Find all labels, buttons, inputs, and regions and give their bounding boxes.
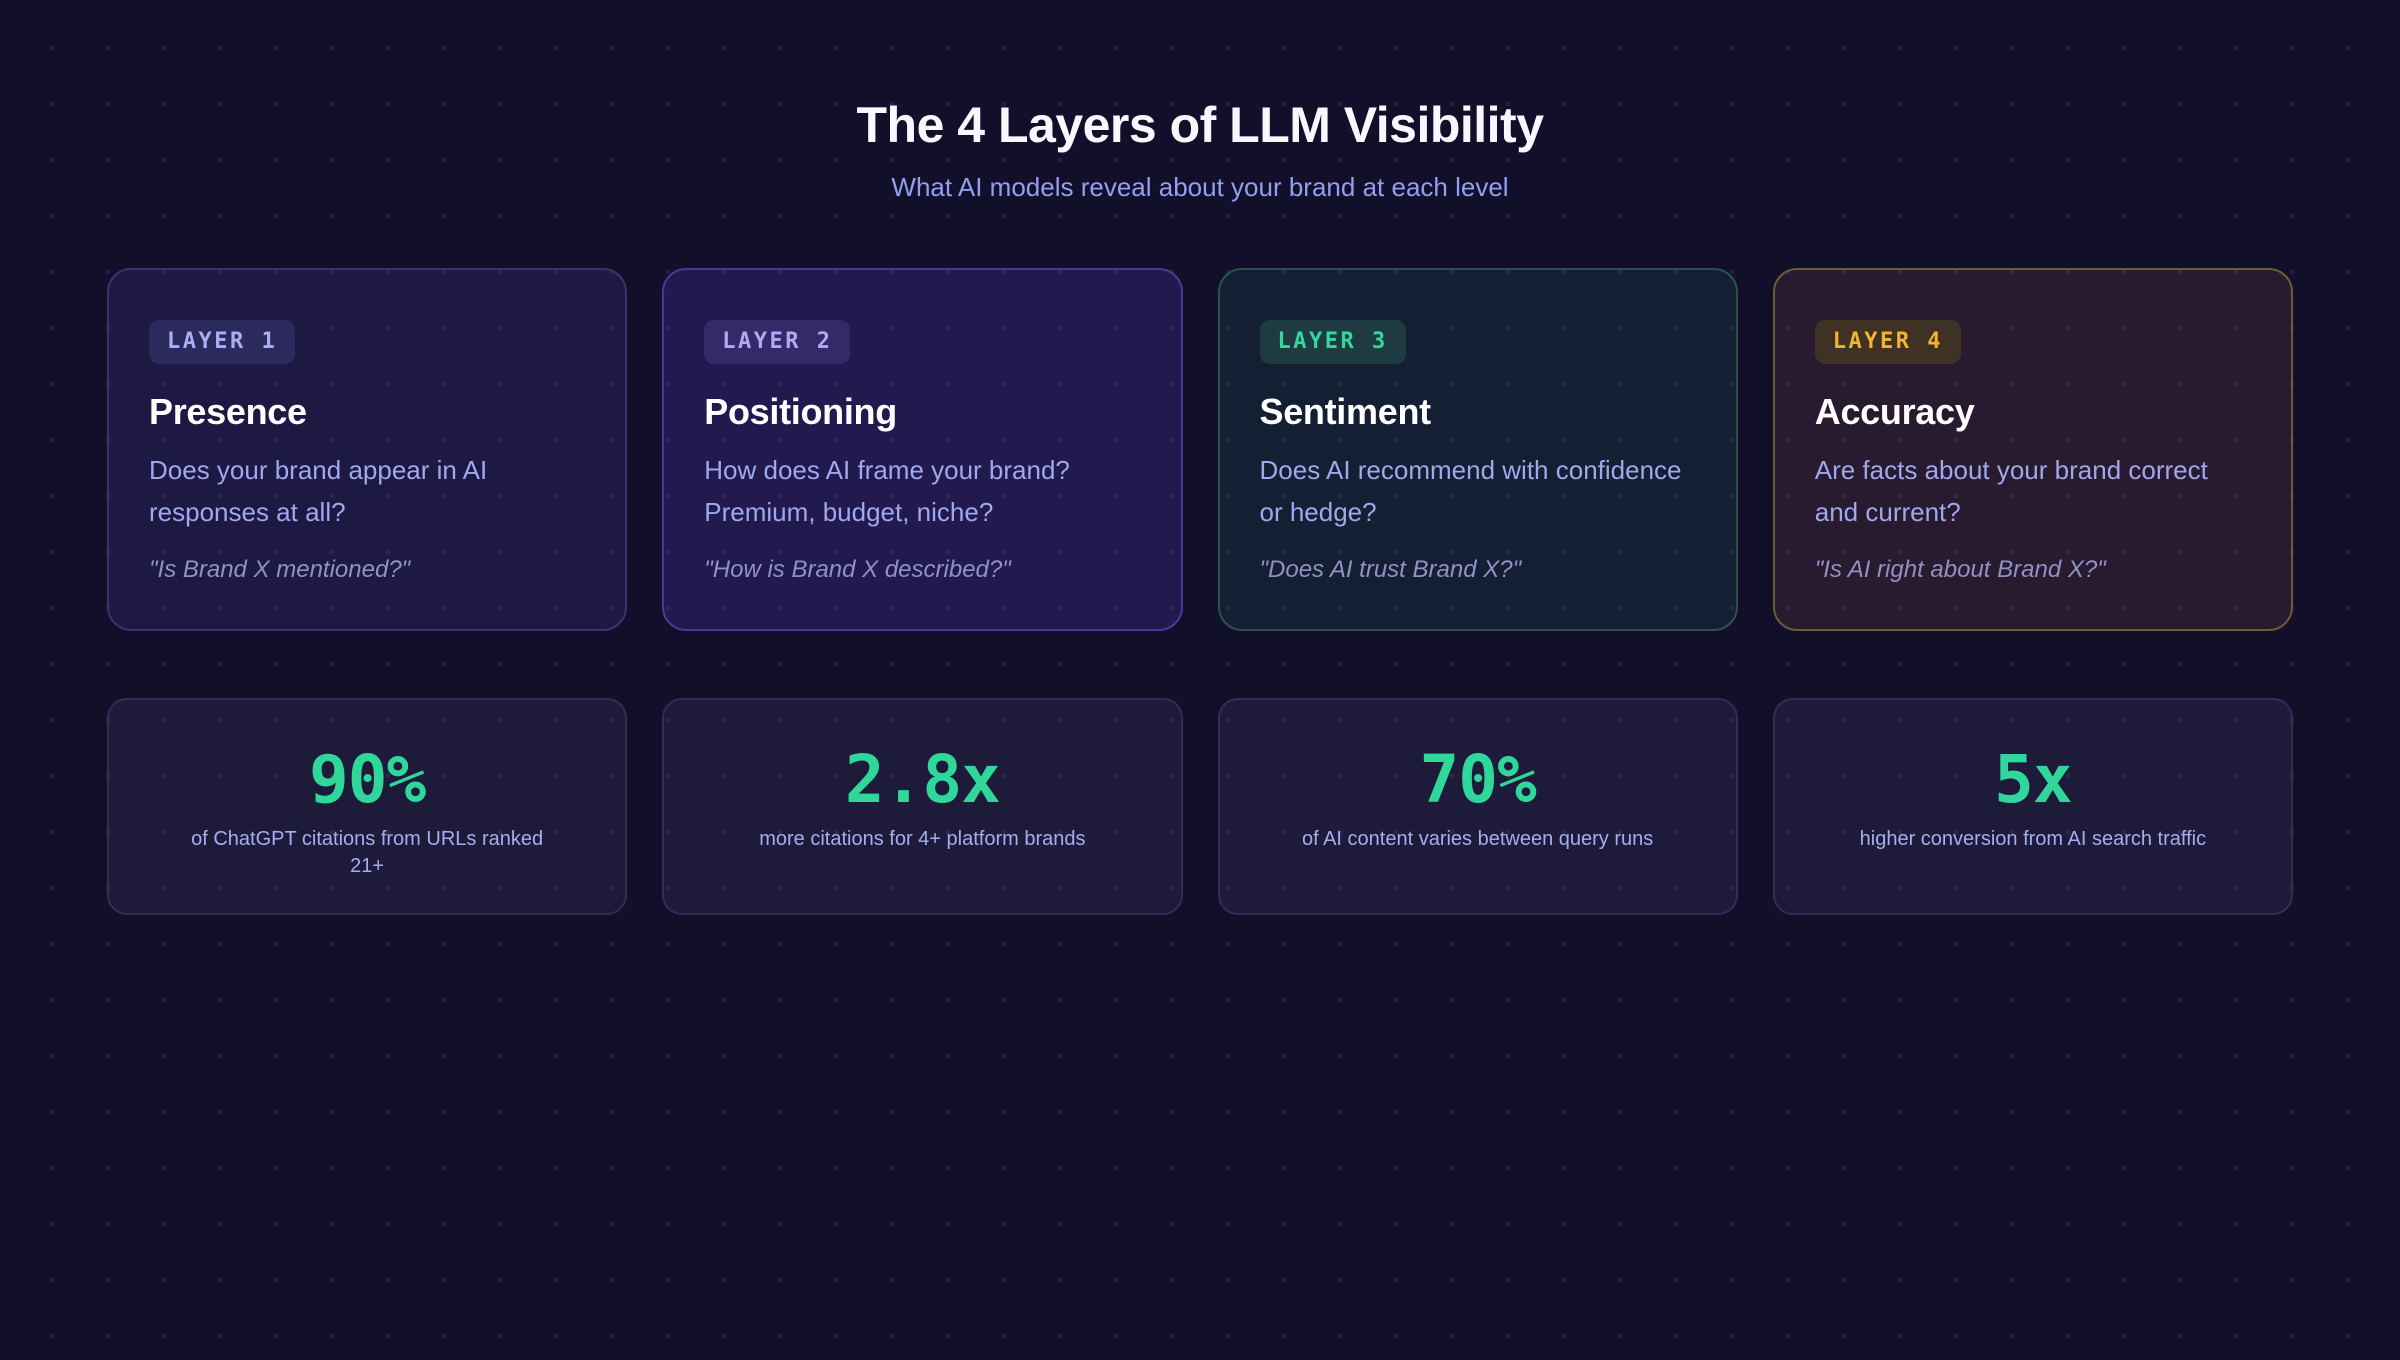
stat-value: 2.8x [844, 741, 1001, 819]
layer-card-positioning: LAYER 2 Positioning How does AI frame yo… [662, 268, 1183, 632]
stat-value: 70% [1419, 741, 1537, 819]
layer-3-title: Sentiment [1259, 391, 1432, 433]
layer-card-accuracy: LAYER 4 Accuracy Are facts about your br… [1772, 268, 2293, 632]
layer-4-description: Are facts about your brand correct and c… [1814, 455, 2208, 528]
layer-card-sentiment: LAYER 3 Sentiment Does AI recommend with… [1217, 268, 1738, 632]
stat-label: higher conversion from AI search traffic [1859, 828, 2207, 851]
layer-2-badge: LAYER 2 [704, 320, 851, 365]
layer-4-title: Accuracy [1814, 391, 1975, 433]
layer-1-title: Presence [149, 391, 307, 433]
stat-label: of AI content varies between query runs [1301, 828, 1654, 851]
layer-cards-row: LAYER 1 Presence Does your brand appear … [107, 268, 2293, 632]
layer-3-badge: LAYER 3 [1259, 320, 1406, 365]
page-title: The 4 Layers of LLM Visibility [856, 97, 1544, 153]
stat-card-conversion: 5x higher conversion from AI search traf… [1772, 698, 2293, 916]
llm-visibility-infographic: The 4 Layers of LLM Visibility What AI m… [107, 0, 2293, 916]
layer-1-quote: "Is Brand X mentioned?" [149, 556, 411, 584]
stat-value: 90% [309, 741, 426, 819]
layer-3-description: Does AI recommend with confidence or hed… [1259, 455, 1682, 528]
layer-4-quote: "Is AI right about Brand X?" [1814, 556, 2106, 584]
stat-label: more citations for 4+ platform brands [759, 828, 1086, 851]
layer-3-quote: "Does AI trust Brand X?" [1259, 556, 1522, 584]
layer-2-title: Positioning [704, 391, 897, 433]
layer-card-presence: LAYER 1 Presence Does your brand appear … [107, 268, 628, 632]
stat-value: 5x [1994, 741, 2072, 819]
page-subtitle: What AI models reveal about your brand a… [891, 171, 1509, 202]
stat-card-platform-citations: 2.8x more citations for 4+ platform bran… [662, 698, 1183, 916]
layer-1-description: Does your brand appear in AI responses a… [149, 455, 488, 528]
stat-card-chatgpt-citations: 90% of ChatGPT citations from URLs ranke… [107, 698, 628, 916]
layer-4-badge: LAYER 4 [1814, 320, 1961, 365]
stat-card-content-variance: 70% of AI content varies between query r… [1217, 698, 1738, 916]
page-header: The 4 Layers of LLM Visibility What AI m… [107, 94, 2293, 204]
stat-cards-row: 90% of ChatGPT citations from URLs ranke… [107, 698, 2293, 916]
stat-label: of ChatGPT citations from URLs ranked 21… [191, 828, 544, 878]
layer-2-description: How does AI frame your brand? Premium, b… [704, 455, 1070, 528]
layer-1-badge: LAYER 1 [149, 320, 296, 365]
layer-2-quote: "How is Brand X described?" [704, 556, 1011, 584]
